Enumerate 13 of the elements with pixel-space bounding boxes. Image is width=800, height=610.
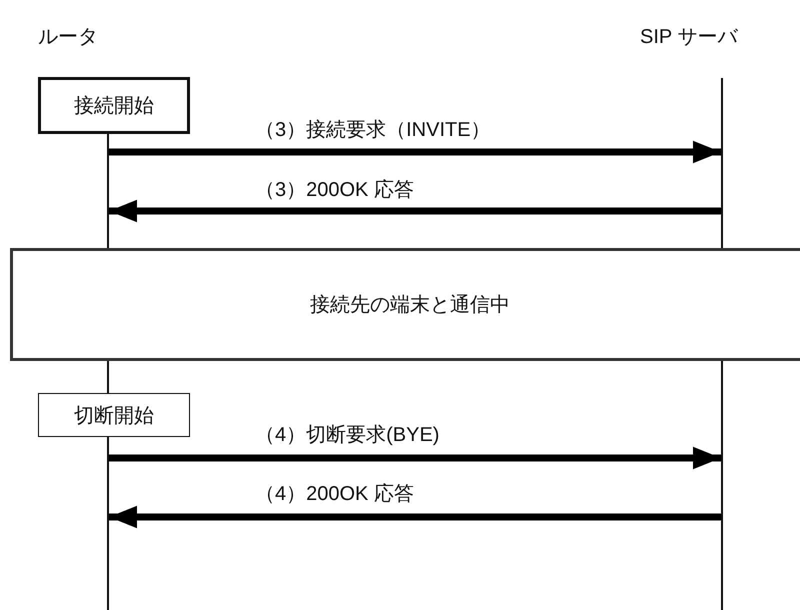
process-box: 接続開始: [38, 77, 190, 134]
process-box: 切断開始: [38, 393, 190, 437]
header-text: SIP サーバ: [640, 22, 782, 50]
arrow: [109, 140, 721, 164]
process-box: 接続先の端末と通信中: [10, 248, 800, 361]
arrow: [109, 446, 721, 470]
edge-label: （3）200OK 応答: [255, 179, 414, 201]
edge-label: （3）接続要求（INVITE）: [255, 119, 491, 141]
edge-label: （4）200OK 応答: [255, 483, 414, 505]
header-text: ルータ: [38, 22, 108, 50]
arrow: [109, 506, 721, 528]
arrow: [109, 200, 721, 222]
edge-label: （4）切断要求(BYE): [255, 424, 440, 446]
